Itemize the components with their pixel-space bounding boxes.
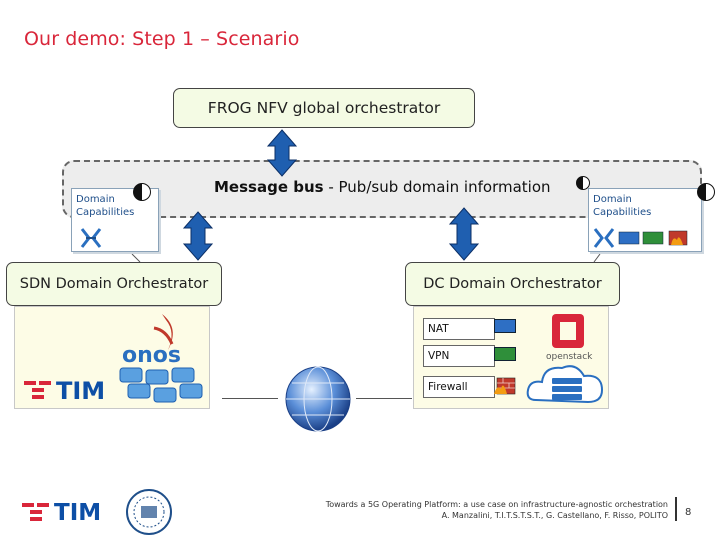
footer-citation-authors: A. Manzalini, T.I.T.S.T.S.T., G. Castell… — [441, 511, 668, 520]
footer-citation-title: Towards a 5G Operating Platform: a use c… — [325, 500, 668, 509]
arrow-dc-card — [593, 253, 601, 263]
tim-logo-footer: TIM — [22, 500, 101, 526]
domain-capabilities-right-label: Domain Capabilities — [593, 194, 652, 218]
openstack-logo-text: openstack — [546, 352, 593, 362]
connector-right — [356, 398, 412, 399]
cloud-server-icon — [526, 365, 604, 404]
slide-title: Our demo: Step 1 – Scenario — [24, 28, 300, 50]
message-bus-label-bold: Message bus — [214, 178, 324, 196]
nat-icon-small — [618, 231, 640, 245]
vnf-nat: NAT — [423, 318, 495, 340]
tim-mark-icon — [24, 381, 51, 399]
openstack-logo: openstack — [546, 314, 593, 362]
vpn-icon-small — [642, 231, 664, 245]
message-bus-label: Message bus - Pub/sub domain information — [214, 178, 551, 196]
yin-yang-icon-left — [133, 183, 151, 201]
domain-capabilities-left-label: Domain Capabilities — [76, 194, 135, 218]
tim-mark-footer-icon — [22, 503, 49, 521]
arrow-sdn-card — [131, 253, 141, 263]
sdn-cross-icon-right — [593, 228, 615, 248]
arrow-global-bus — [266, 129, 298, 177]
sdn-domain-orchestrator: SDN Domain Orchestrator — [6, 262, 222, 306]
dc-domain-orchestrator: DC Domain Orchestrator — [405, 262, 620, 306]
vnf-vpn: VPN — [423, 345, 495, 367]
onos-logo-text: onos — [122, 343, 181, 368]
page-number: 8 — [685, 507, 692, 518]
vnf-nat-label: NAT — [428, 323, 449, 335]
dc-domain-orchestrator-label: DC Domain Orchestrator — [423, 276, 602, 292]
sdn-cross-icon — [80, 228, 102, 248]
dc-capabilities-icons — [593, 228, 688, 248]
vnf-firewall-label: Firewall — [428, 381, 468, 393]
nat-icon — [494, 319, 516, 333]
arrow-bus-sdn — [182, 211, 214, 261]
yin-yang-icon-right — [697, 183, 715, 201]
vnf-firewall: Firewall — [423, 376, 495, 398]
onos-logo: onos — [122, 314, 181, 368]
message-bus-label-rest: - Pub/sub domain information — [323, 178, 551, 196]
tim-logo-sdn-text: TIM — [56, 377, 106, 405]
vnf-vpn-label: VPN — [428, 350, 450, 362]
yin-yang-icon-right-small — [576, 176, 590, 190]
sdn-domain-body — [14, 306, 210, 409]
domain-capabilities-card-right: Domain Capabilities — [588, 188, 702, 252]
tim-logo-footer-text: TIM — [54, 500, 102, 526]
internet-globe-icon — [285, 366, 351, 432]
polito-seal-logo — [126, 489, 172, 535]
tim-logo-sdn: TIM — [24, 377, 105, 405]
global-orchestrator: FROG NFV global orchestrator — [173, 88, 475, 128]
vpn-key-icon — [494, 347, 516, 361]
footer-separator — [675, 497, 677, 521]
switches-cluster — [119, 367, 203, 403]
fire-icon-small — [671, 237, 683, 245]
global-orchestrator-label: FROG NFV global orchestrator — [207, 99, 441, 117]
connector-left — [222, 398, 278, 399]
firewall-icon — [494, 377, 516, 395]
arrow-bus-dc — [448, 207, 480, 261]
sdn-domain-orchestrator-label: SDN Domain Orchestrator — [19, 276, 209, 292]
